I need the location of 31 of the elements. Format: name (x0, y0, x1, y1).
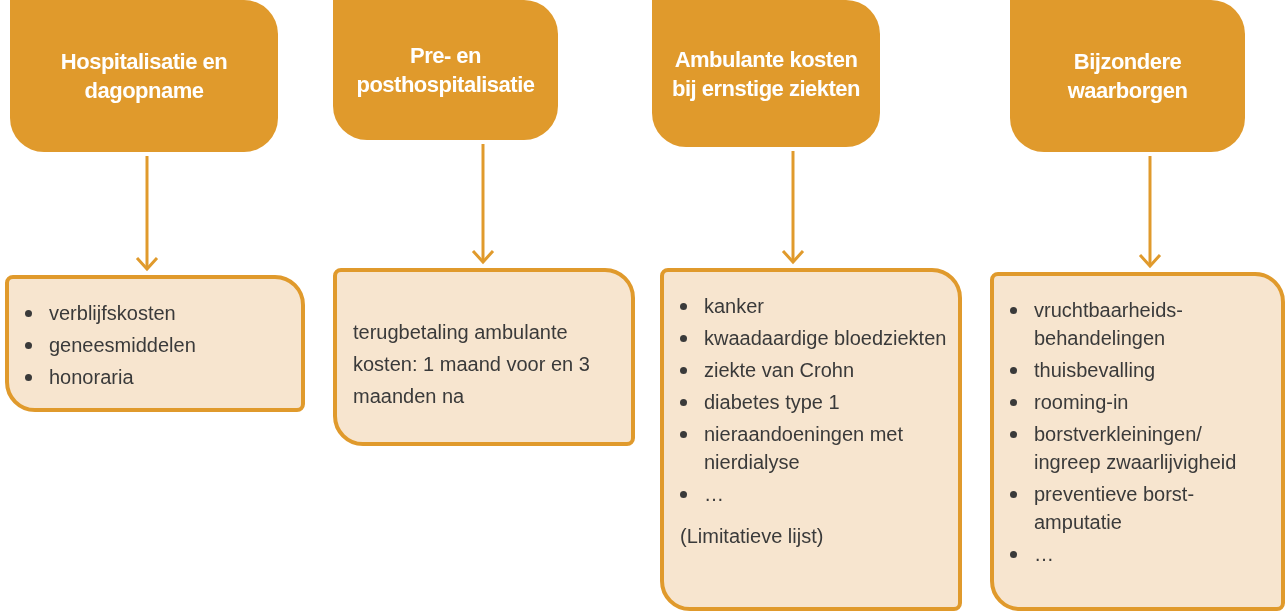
note-text: (Limitatieve lijst) (680, 524, 825, 549)
category-title: Pre- en posthospitalisatie (355, 42, 536, 99)
list-item: verblijfskosten (49, 301, 176, 326)
detail-box (660, 268, 962, 611)
arrow (135, 156, 159, 271)
category-title: Hospitalisatie en dagopname (59, 48, 229, 105)
arrow (1138, 156, 1162, 268)
category-box (10, 0, 278, 152)
list-item: … (704, 482, 724, 507)
list-item: diabetes type 1 (704, 390, 840, 415)
category-title: Bijzondere waarborgen (1066, 48, 1189, 105)
category-title: Ambulante kosten bij ernstige ziekten (671, 45, 861, 103)
list-item: preventieve borst- amputatie (1034, 482, 1196, 535)
arrow (781, 151, 805, 264)
list-item: kanker (704, 294, 765, 319)
list-item: kwaadaardige bloedziekten (704, 326, 947, 351)
detail-box (990, 272, 1285, 611)
arrow (471, 144, 495, 264)
list-item: rooming-in (1034, 390, 1129, 415)
list-item: honoraria (49, 365, 134, 390)
list-item: nieraandoeningen met nierdialyse (704, 422, 905, 475)
list-item: … (1034, 542, 1054, 567)
list-item: geneesmiddelen (49, 333, 196, 358)
category-box (1010, 0, 1245, 152)
description-text: terugbetaling ambulante kosten: 1 maand voor en 3 maanden na (353, 320, 591, 409)
category-box (652, 0, 880, 147)
category-box (333, 0, 558, 140)
list-item: ziekte van Crohn (704, 358, 855, 383)
detail-box (5, 275, 305, 412)
detail-box (333, 268, 635, 446)
list-item: thuisbevalling (1034, 358, 1156, 383)
